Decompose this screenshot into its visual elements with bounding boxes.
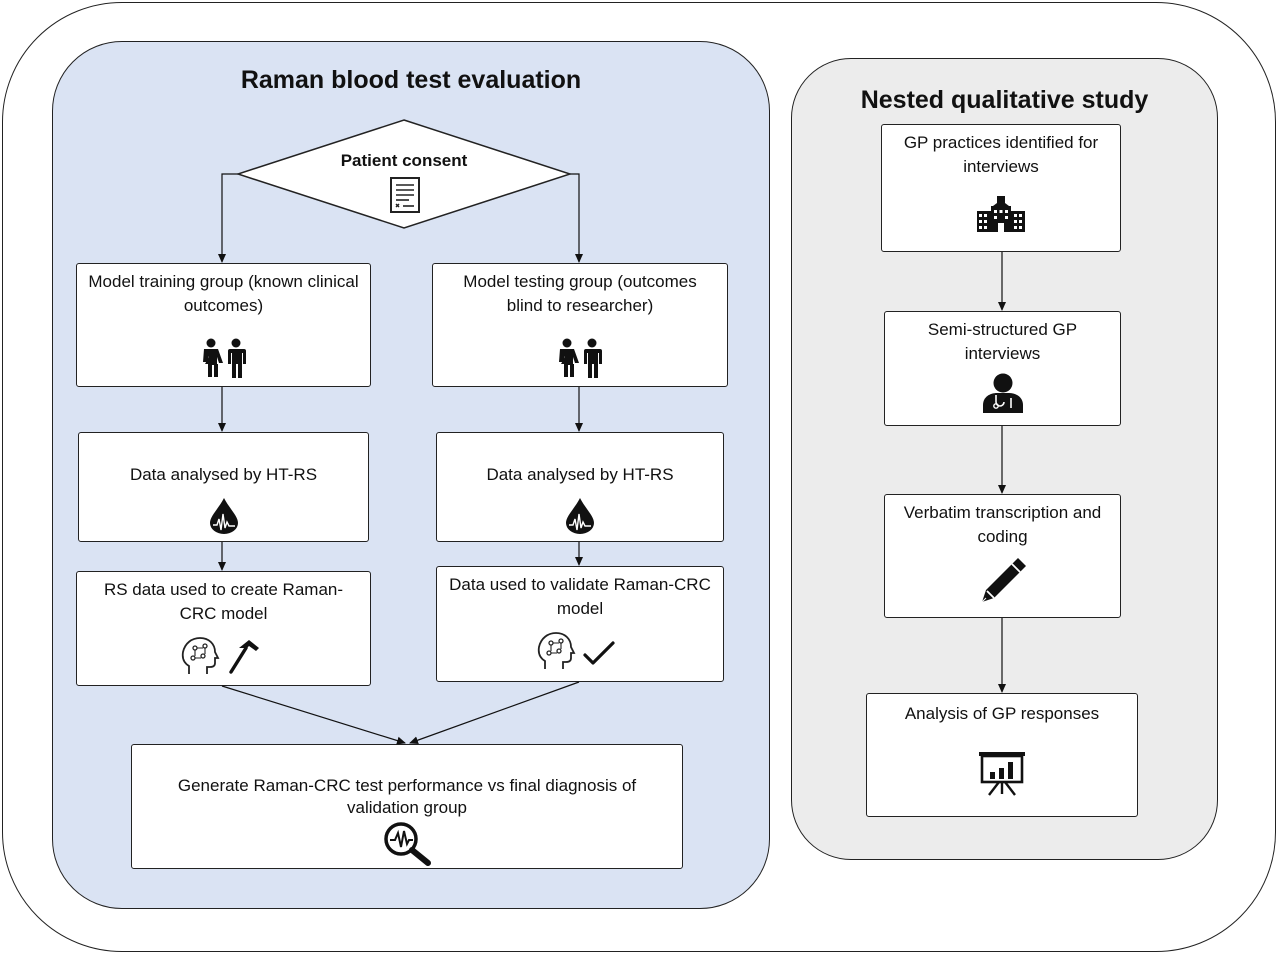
model-testing-group-box: Model testing group (outcomes blind to r… xyxy=(432,263,728,387)
test-performance-label: Generate Raman-CRC test performance vs f… xyxy=(177,776,637,817)
patient-consent-diamond xyxy=(236,119,572,229)
raman-panel-title: Raman blood test evaluation xyxy=(240,66,582,94)
data-analysed-left-box: Data analysed by HT-RS xyxy=(78,432,369,542)
gp-practices-label: GP practices identified for interviews xyxy=(903,133,1099,176)
gp-interviews-box: Semi-structured GP interviews xyxy=(884,311,1121,426)
data-analysed-right-box: Data analysed by HT-RS xyxy=(436,432,724,542)
ai-head-check-icon xyxy=(537,632,615,669)
create-model-box: RS data used to create Raman-CRC model xyxy=(76,571,371,686)
blood-drop-spectrum-icon xyxy=(566,498,594,534)
data-analysed-left-label: Data analysed by HT-RS xyxy=(129,465,318,484)
create-model-label: RS data used to create Raman-CRC model xyxy=(103,580,344,623)
magnifier-waveform-icon xyxy=(384,822,431,866)
model-training-group-box: Model training group (known clinical out… xyxy=(76,263,371,387)
patient-consent-label: Patient consent xyxy=(340,151,468,170)
transcription-label: Verbatim transcription and coding xyxy=(903,503,1102,546)
presentation-chart-icon xyxy=(979,752,1025,796)
gp-responses-analysis-box: Analysis of GP responses xyxy=(866,693,1138,817)
blood-drop-spectrum-icon xyxy=(209,498,238,534)
consent-form-icon xyxy=(390,177,420,213)
pencil-icon xyxy=(981,558,1026,603)
data-analysed-right-label: Data analysed by HT-RS xyxy=(486,465,674,484)
ai-head-hammer-icon xyxy=(181,637,259,674)
transcription-box: Verbatim transcription and coding xyxy=(884,494,1121,618)
gp-practices-box: GP practices identified for interviews xyxy=(881,124,1121,252)
gp-responses-analysis-label: Analysis of GP responses xyxy=(904,704,1100,723)
people-icon xyxy=(202,338,246,378)
qualitative-panel-title: Nested qualitative study xyxy=(860,86,1149,114)
validate-model-label: Data used to validate Raman-CRC model xyxy=(449,575,711,618)
validate-model-box: Data used to validate Raman-CRC model xyxy=(436,566,724,682)
building-icon xyxy=(977,196,1025,232)
model-training-group-label: Model training group (known clinical out… xyxy=(88,272,359,315)
doctor-icon xyxy=(982,373,1023,413)
people-icon xyxy=(559,338,602,378)
model-testing-group-label: Model testing group (outcomes blind to r… xyxy=(463,272,697,315)
gp-interviews-label: Semi-structured GP interviews xyxy=(927,320,1078,363)
test-performance-box: Generate Raman-CRC test performance vs f… xyxy=(131,744,683,869)
